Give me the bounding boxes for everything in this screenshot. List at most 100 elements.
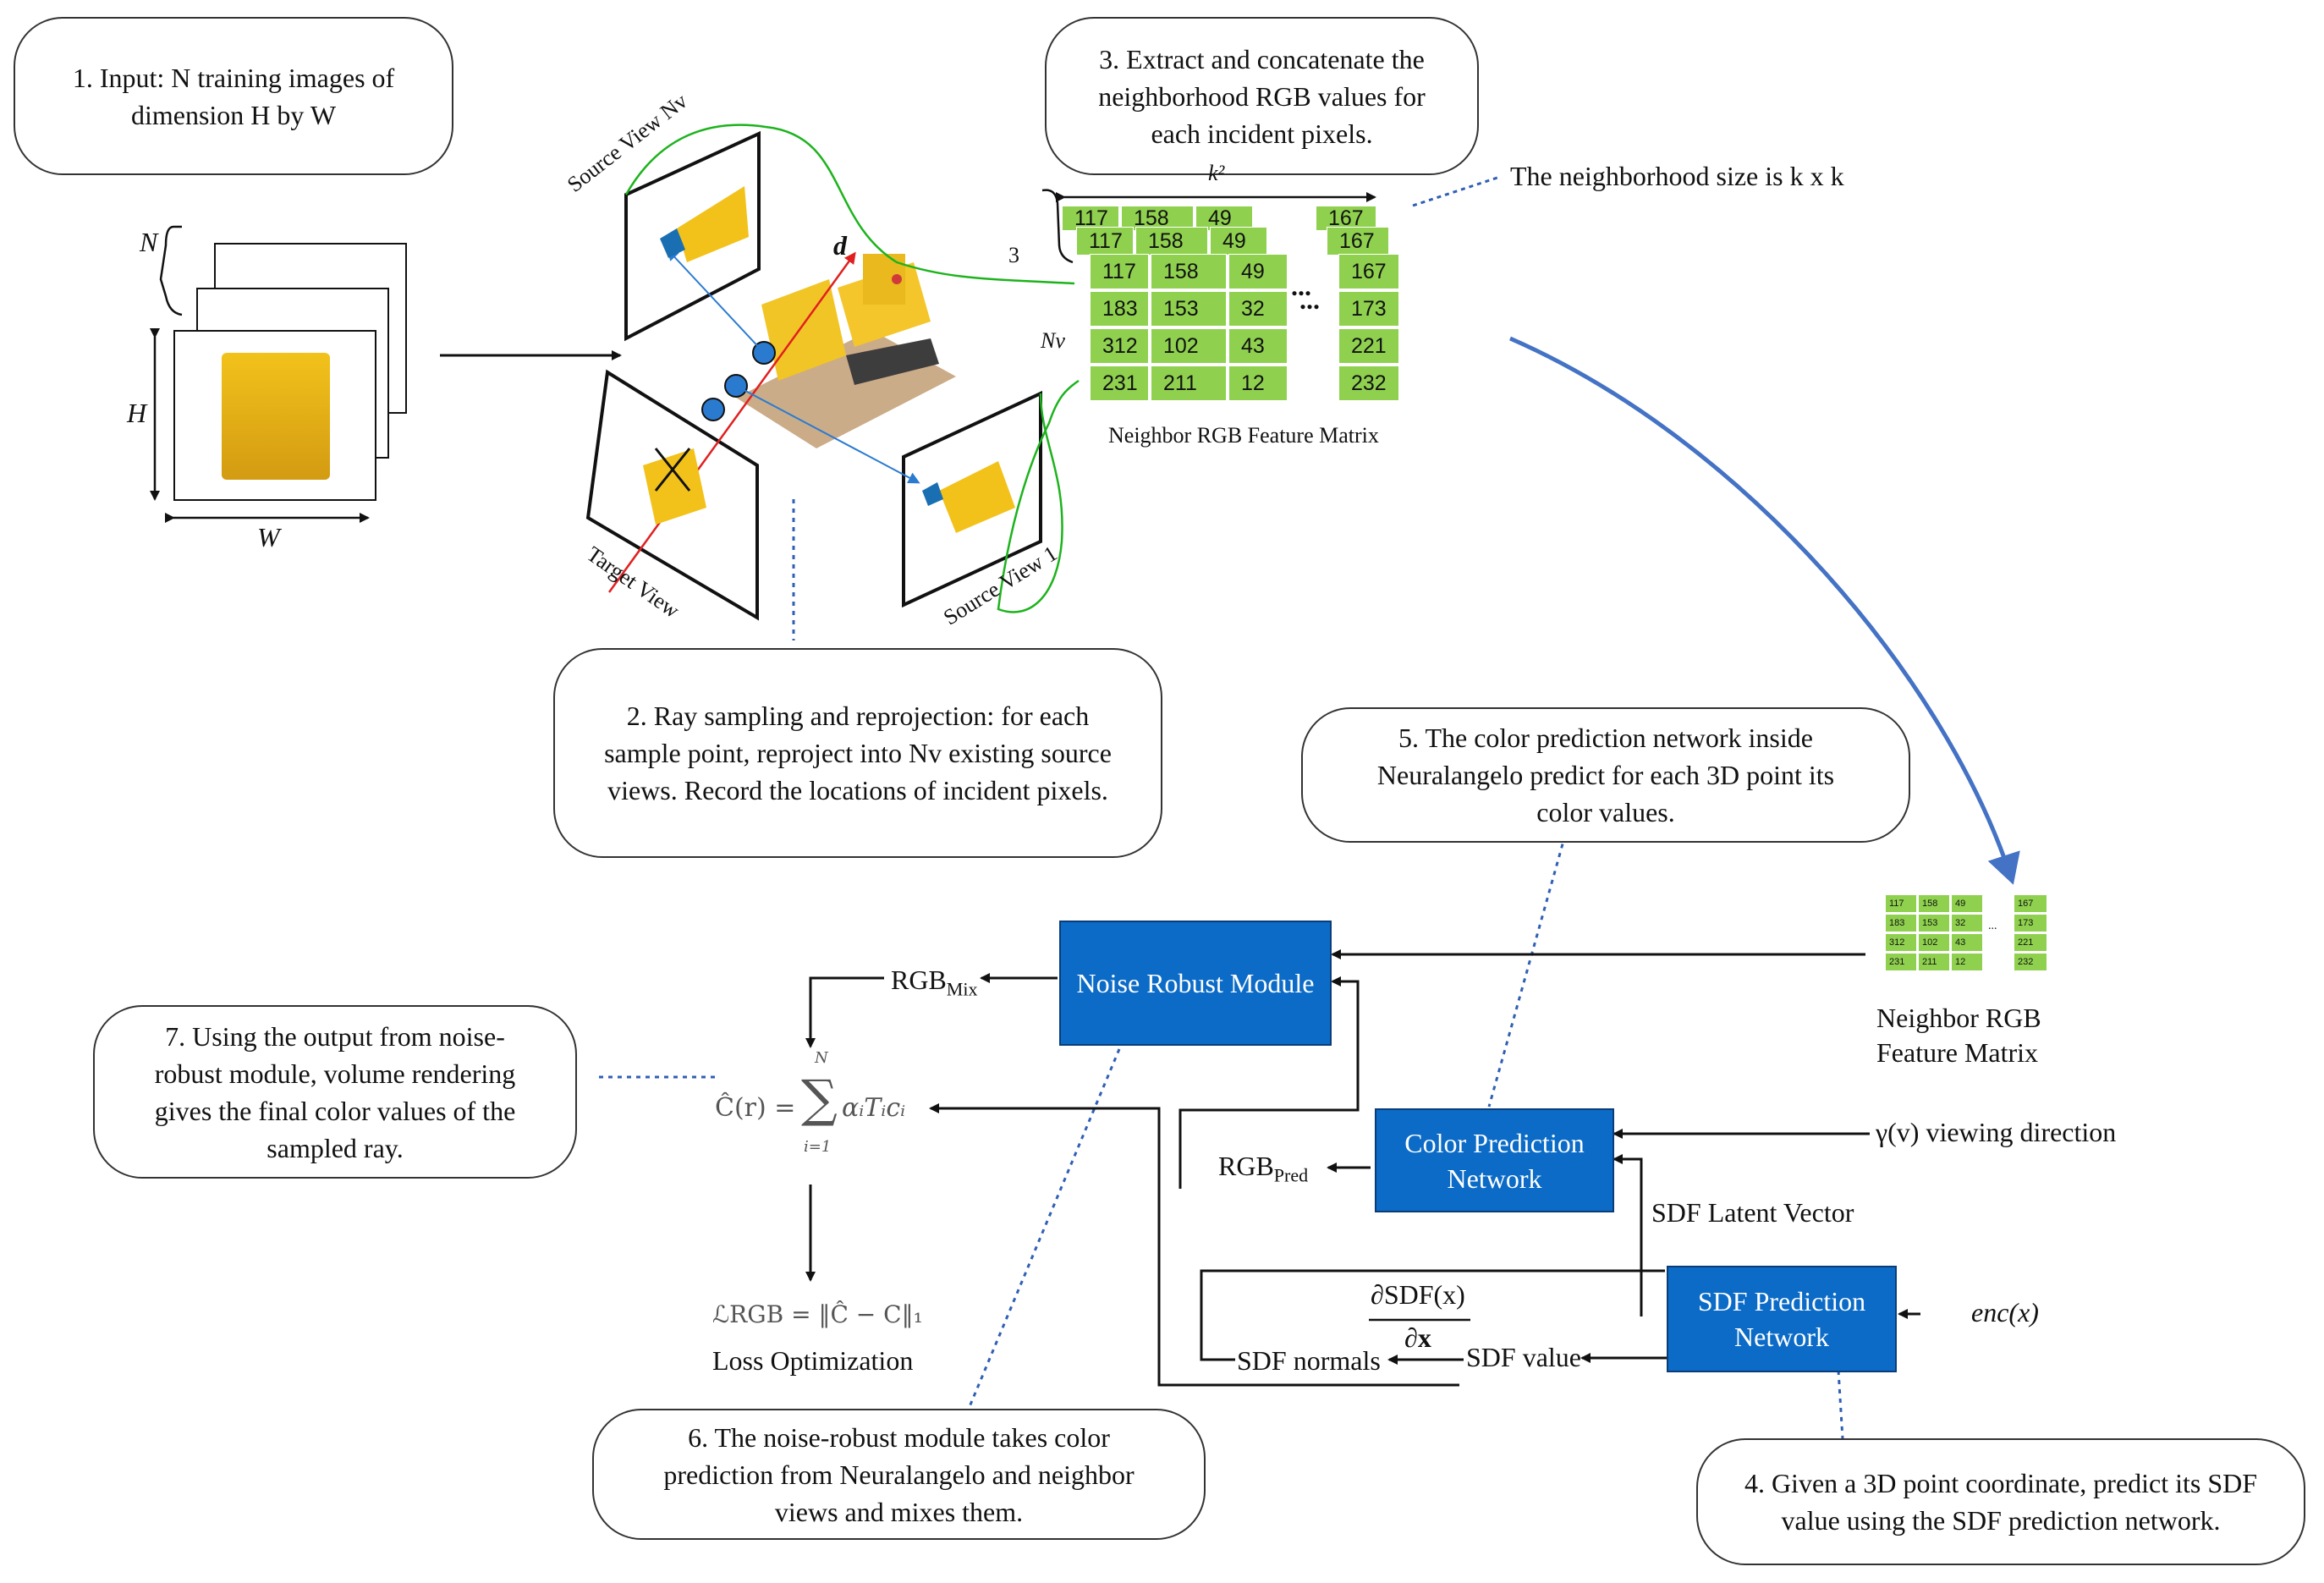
matrix-right-cell: 232 (1338, 366, 1399, 401)
step3-line-3: each incident pixels. (1151, 118, 1373, 149)
step6-line-2: prediction from Neuralangelo and neighbo… (663, 1459, 1135, 1490)
step5-line-3: color values. (1536, 797, 1675, 827)
middle-cell: 167 (1327, 227, 1389, 256)
rgb-mix-label: RGBMix (891, 965, 977, 1000)
gradient-denominator: ∂x (1404, 1322, 1431, 1353)
step3-note: 3. Extract and concatenate the neighborh… (1045, 17, 1479, 175)
mini-cell: 117 (1885, 894, 1917, 913)
reprojection-one (735, 385, 920, 484)
mini-cell: 158 (1918, 894, 1950, 913)
rgb-mix-sub: Mix (946, 978, 978, 1000)
w-label: W (257, 522, 280, 552)
rgb-pred-text: RGB (1218, 1151, 1274, 1181)
sdf-normals-label: SDF normals (1237, 1345, 1381, 1376)
sdf-prediction-label-2: Network (1734, 1322, 1829, 1352)
step6-line-3: views and mixes them. (774, 1496, 1024, 1527)
color-prediction-network: Color Prediction Network (1375, 1108, 1614, 1212)
k2-label: k² (1208, 161, 1225, 185)
step3-line-2: neighborhood RGB values for (1098, 80, 1426, 112)
ray-sample-1 (701, 398, 725, 421)
step6-line-1: 6. The noise-robust module takes color (688, 1421, 1110, 1453)
step7-line-1: 7. Using the output from noise- (165, 1020, 505, 1052)
viewing-direction-label: γ(v) viewing direction (1876, 1117, 2117, 1147)
matrix-cell: 12 (1228, 366, 1288, 401)
step2-line-1: 2. Ray sampling and reprojection: for ea… (626, 701, 1090, 731)
step2-line-2: sample point, reproject into Nv existing… (604, 738, 1112, 768)
step5-line-1: 5. The color prediction network inside (1398, 723, 1813, 753)
step7-note: 7. Using the output from noise- robust m… (93, 1005, 577, 1179)
render-rhs: αᵢTᵢcᵢ (842, 1093, 906, 1123)
mini-cell: 43 (1951, 933, 1983, 952)
matrix-cell: 211 (1151, 366, 1227, 401)
depth-label: 3 (1008, 243, 1019, 267)
mini-ellipsis: ... (1988, 920, 1997, 932)
matrix-ellipsis: ... (1291, 271, 1311, 301)
mini-cell: 32 (1951, 914, 1983, 932)
matrix-cell: 153 (1151, 291, 1227, 327)
nv-label: Nv (1041, 328, 1065, 353)
rgb-pred-label: RGBPred (1218, 1151, 1308, 1186)
rgbmix-to-equation-arrow (805, 976, 884, 1048)
matrix-right-cell: 173 (1338, 291, 1399, 327)
mini-cell: 312 (1885, 933, 1917, 952)
render-equation: Ĉ(r) = N ∑ i=1 αᵢTᵢcᵢ (715, 1049, 935, 1185)
step5-line-2: Neuralangelo predict for each 3D point i… (1376, 760, 1835, 790)
rgb-pred-sub: Pred (1273, 1164, 1309, 1186)
step6-dotted (967, 1048, 1121, 1410)
step4-line-2: value using the SDF prediction network. (1781, 1505, 2221, 1536)
sdf-latent-to-color-arrow (1613, 1154, 1643, 1316)
step7-line-3: gives the final color values of the (154, 1095, 516, 1126)
matrix-cell: 183 (1090, 291, 1149, 327)
mini-cell: 211 (1918, 953, 1950, 971)
color-prediction-label-1: Color Prediction (1404, 1127, 1585, 1158)
rgb-mix-text: RGB (891, 965, 947, 995)
noise-robust-module: Noise Robust Module (1059, 921, 1332, 1046)
ray-line (607, 251, 856, 593)
step5-dotted (1487, 834, 1567, 1108)
step2-note: 2. Ray sampling and reprojection: for ea… (553, 648, 1162, 858)
mini-cell: 183 (1885, 914, 1917, 932)
noise-robust-label: Noise Robust Module (1076, 968, 1315, 998)
loss-label: Loss Optimization (712, 1345, 914, 1376)
sdf-output-loop (1200, 1269, 1665, 1361)
render-bottom: i=1 (804, 1138, 832, 1156)
sdf-value-label: SDF value (1466, 1342, 1581, 1372)
middle-cell: 49 (1210, 227, 1267, 256)
matrix-right-cell: 221 (1338, 328, 1399, 364)
color-prediction-label-2: Network (1447, 1163, 1542, 1194)
sdf-to-equation-loop (929, 1103, 1459, 1387)
sdf-prediction-label-1: SDF Prediction (1697, 1286, 1866, 1316)
render-lhs: Ĉ(r) = (715, 1093, 796, 1123)
mini-cell: 12 (1951, 953, 1983, 971)
step6-note: 6. The noise-robust module takes color p… (592, 1409, 1206, 1540)
color-to-noise-arrow (1178, 976, 1360, 1189)
matrix-cell: 312 (1090, 328, 1149, 364)
matrix-cell: 32 (1228, 291, 1288, 327)
step1-line-1: 1. Input: N training images of (72, 62, 395, 93)
mini-cell: 231 (1885, 953, 1917, 971)
small-matrix-label-1: Neighbor RGB (1876, 1003, 2041, 1033)
mini-right-cell: 221 (2014, 933, 2047, 952)
small-matrix-label-2: Feature Matrix (1876, 1037, 2039, 1068)
step3-line-1: 3. Extract and concatenate the (1099, 43, 1425, 74)
matrix-cell: 158 (1151, 254, 1227, 289)
matrix-right-cell: 167 (1338, 254, 1399, 289)
direction-label: d (833, 230, 847, 261)
render-top: N (815, 1049, 828, 1067)
n-label: N (140, 227, 158, 257)
depth-brace (1041, 189, 1074, 264)
step1-line-2: dimension H by W (130, 99, 337, 130)
matrix-cell: 117 (1090, 254, 1149, 289)
mini-right-cell: 167 (2014, 894, 2047, 913)
mini-right-cell: 173 (2014, 914, 2047, 932)
render-sum: ∑ (801, 1069, 838, 1129)
matrix-cell: 102 (1151, 328, 1227, 364)
step4-note: 4. Given a 3D point coordinate, predict … (1696, 1438, 2305, 1565)
step4-dotted (1837, 1370, 1844, 1439)
reprojection-top (666, 248, 765, 354)
matrix-cell: 43 (1228, 328, 1288, 364)
matrix-cell: 231 (1090, 366, 1149, 401)
neighborhood-dotted-line (1412, 176, 1498, 207)
